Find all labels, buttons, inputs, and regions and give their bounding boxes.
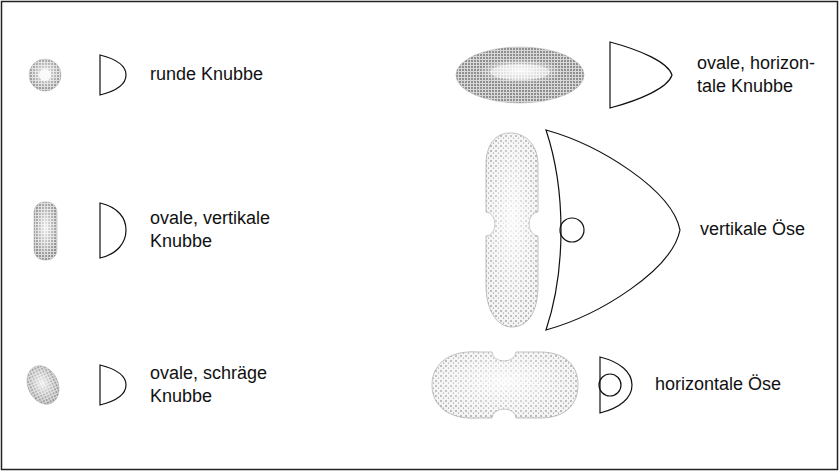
lug-hole <box>599 374 621 396</box>
label-text: ovale, vertikale Knubbe <box>150 207 310 254</box>
vertical-oval-knob <box>34 202 57 260</box>
lug-profile <box>600 357 632 413</box>
round-knob <box>29 59 61 91</box>
horizontal-lug <box>432 352 578 418</box>
knob-profile <box>100 203 126 258</box>
label-text: horizontale Öse <box>655 373 781 396</box>
knob-profile <box>100 365 126 405</box>
lug-hole <box>560 218 584 242</box>
oblique-oval-knob <box>21 361 65 410</box>
label-text: ovale, schräge Knubbe <box>150 362 300 409</box>
knob-profile <box>100 55 126 95</box>
label-text: vertikale Öse <box>700 218 805 241</box>
vertical-lug <box>486 133 538 327</box>
label-text: runde Knubbe <box>150 63 263 86</box>
knob-profile <box>610 42 672 108</box>
label-text: ovale, horizon- tale Knubbe <box>697 52 832 99</box>
lug-profile <box>546 130 680 330</box>
horizontal-oval-knob <box>456 47 584 103</box>
